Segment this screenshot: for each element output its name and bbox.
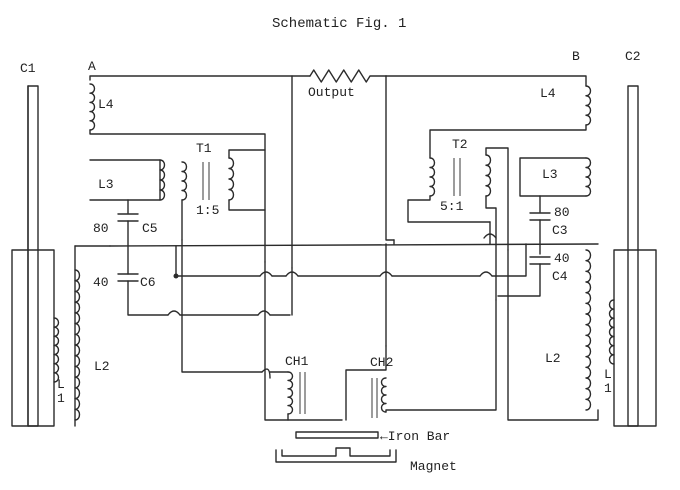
- coil-l4-left: [89, 83, 266, 263]
- main-bus: [74, 243, 599, 427]
- label-b: B: [572, 49, 580, 64]
- coil-l3-left: [89, 159, 166, 214]
- capacitor-c3: [529, 212, 551, 255]
- capacitor-c6: [117, 245, 291, 316]
- coil-l2-right: [507, 249, 599, 421]
- label-t2: T2: [452, 137, 468, 152]
- coil-l3-right: [519, 157, 592, 213]
- coil-l1-left: [53, 317, 60, 383]
- label-l3-right: L3: [542, 167, 558, 182]
- label-c5: C5: [142, 221, 158, 236]
- label-c1: C1: [20, 61, 36, 76]
- label-l4-left: L4: [98, 97, 114, 112]
- label-t2-ratio: 5:1: [440, 199, 464, 214]
- label-iron-bar: ←Iron Bar: [380, 429, 450, 444]
- label-output: Output: [308, 85, 355, 100]
- label-ch2: CH2: [370, 355, 393, 370]
- choke-ch2: [345, 299, 497, 421]
- transformer-t1: [181, 149, 266, 241]
- label-c3-value: 80: [554, 205, 570, 220]
- label-magnet: Magnet: [410, 459, 457, 474]
- label-ch1: CH1: [285, 354, 309, 369]
- label-c4-value: 40: [554, 251, 570, 266]
- magnet: [275, 447, 397, 463]
- coil-l1-right: [608, 299, 615, 365]
- capacitor-c4: [497, 256, 551, 297]
- label-c2: C2: [625, 49, 641, 64]
- iron-bar: [295, 431, 379, 439]
- label-t1-ratio: 1:5: [196, 203, 219, 218]
- coil-l2-left: [74, 269, 81, 421]
- label-l1-right-num: 1: [604, 381, 612, 396]
- label-l1-right: L: [604, 367, 612, 382]
- label-l4-right: L4: [540, 86, 556, 101]
- label-l1-left: L: [57, 377, 65, 392]
- coil-l4-right: [429, 85, 592, 159]
- capacitor-c5: [117, 213, 139, 247]
- diagram-title: Schematic Fig. 1: [272, 16, 406, 32]
- cross-wire: [173, 243, 527, 279]
- label-l3-left: L3: [98, 177, 114, 192]
- output-wiring: [89, 69, 587, 247]
- label-c3: C3: [552, 223, 568, 238]
- label-c4: C4: [552, 269, 568, 284]
- label-l1-left-num: 1: [57, 391, 65, 406]
- label-c5-value: 80: [93, 221, 109, 236]
- label-l2-left: L2: [94, 359, 110, 374]
- label-c6-value: 40: [93, 275, 109, 290]
- label-l2-right: L2: [545, 351, 561, 366]
- label-a: A: [88, 59, 96, 74]
- transformer-t2: [407, 147, 509, 301]
- label-t1: T1: [196, 141, 212, 156]
- label-c6: C6: [140, 275, 156, 290]
- choke-ch1: [269, 371, 306, 421]
- plate-c2: [613, 85, 657, 427]
- plate-c1: [11, 85, 55, 427]
- vertical-wires: [181, 221, 497, 421]
